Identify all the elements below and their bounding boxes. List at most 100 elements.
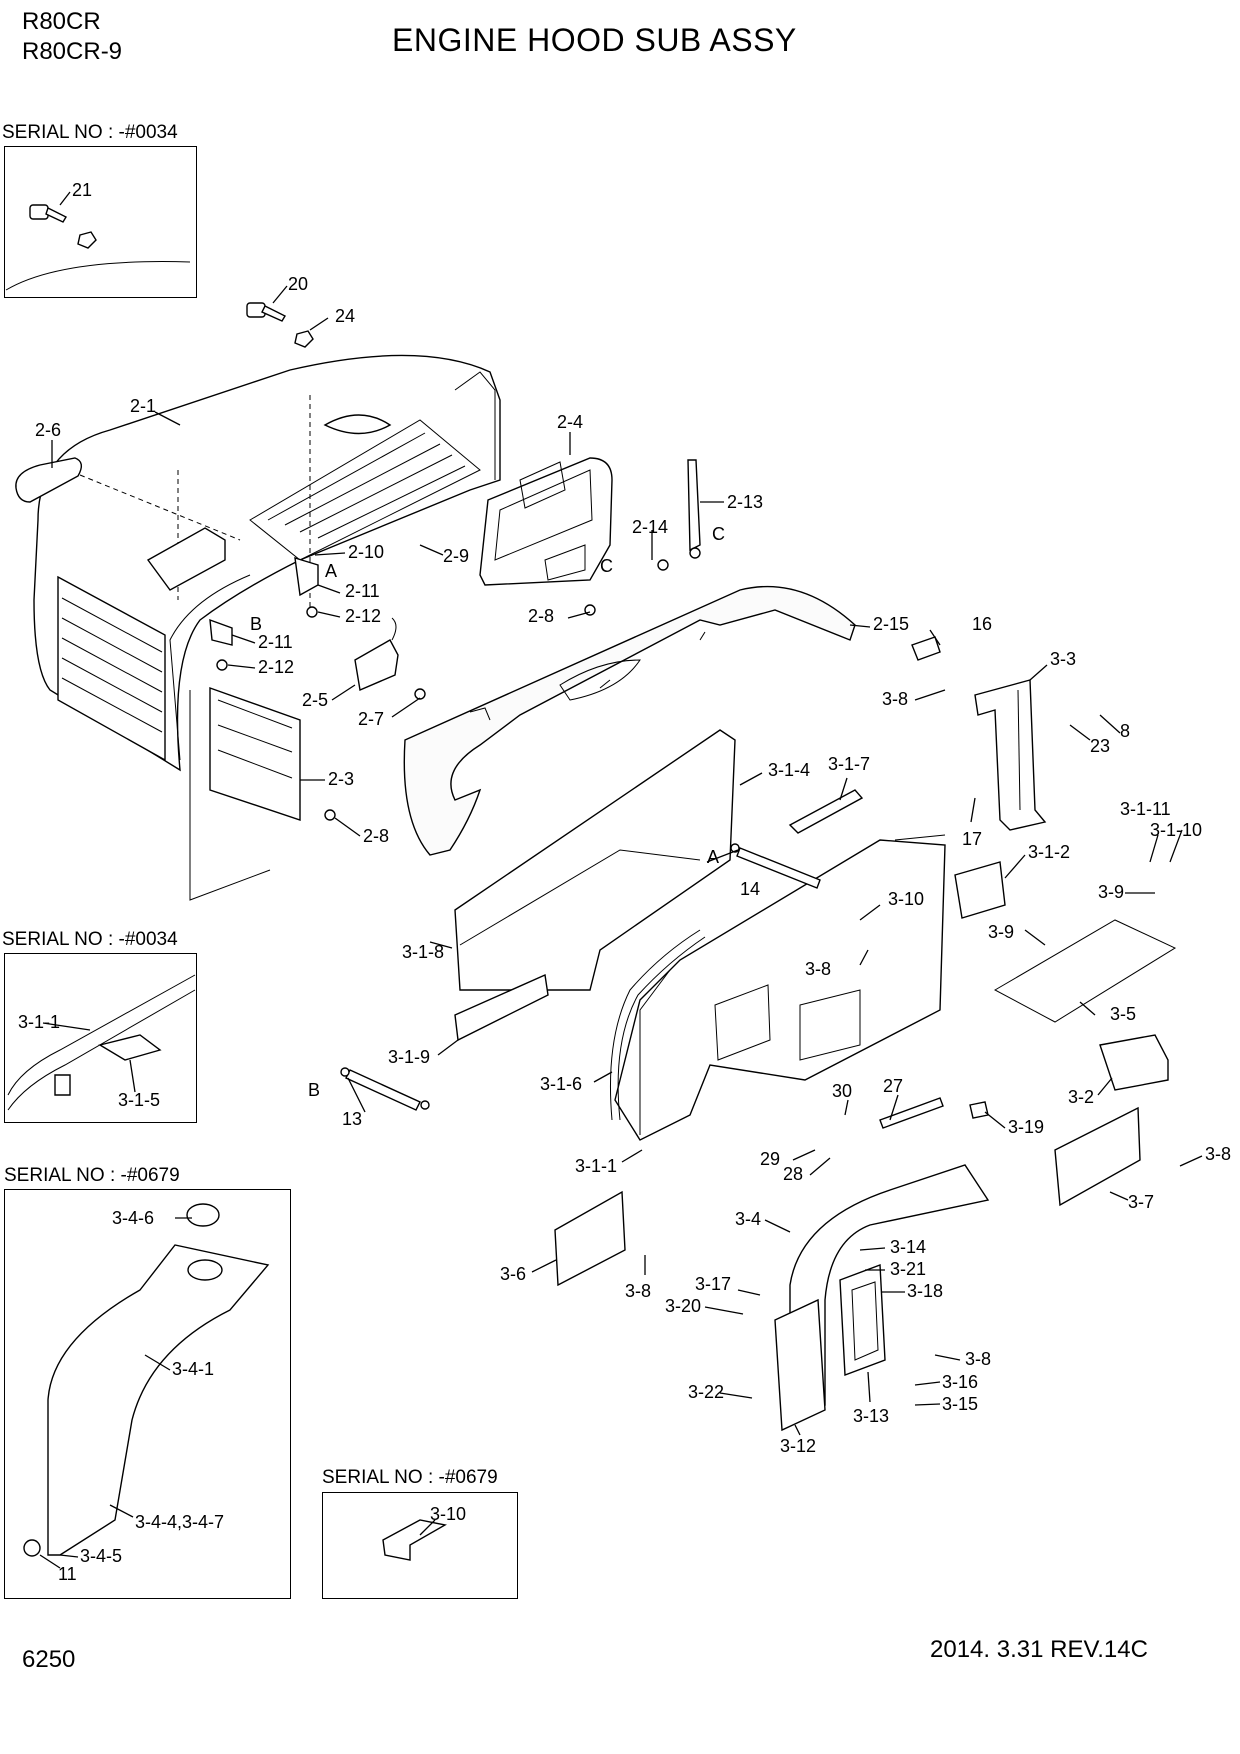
callout: 17 (962, 829, 982, 849)
callout: C (600, 556, 613, 576)
callout: 2-3 (328, 769, 354, 789)
gas-spring-27-drawing (879, 1097, 944, 1129)
callout: 3-15 (942, 1394, 978, 1414)
callout: 3-12 (780, 1436, 816, 1456)
callout: 3-10 (430, 1504, 466, 1524)
hinge-3-1-2-drawing (954, 861, 1006, 919)
callout: 2-10 (348, 542, 384, 562)
callout: 3-4 (735, 1209, 761, 1229)
callout: B (308, 1080, 320, 1100)
page-number: 6250 (22, 1646, 76, 1673)
seal-3-1-7-drawing (788, 789, 864, 834)
callout: 3-7 (1128, 1192, 1154, 1212)
callout: 3-9 (1098, 882, 1124, 902)
screen-2-3-drawing (189, 687, 301, 901)
plate-3-5-drawing (993, 919, 1177, 1023)
callout: 3-1-7 (828, 754, 870, 774)
callout: 2-15 (873, 614, 909, 634)
frame-3-18-drawing (839, 1264, 886, 1376)
callout: 28 (783, 1164, 803, 1184)
callout: 3-19 (1008, 1117, 1044, 1137)
screen-2-4-drawing (479, 457, 613, 586)
inset-fender-3-4-1-drawing (23, 1203, 270, 1557)
callout: 3-5 (1110, 1004, 1136, 1024)
callout: 3-1-8 (402, 942, 444, 962)
callout: 3-13 (853, 1406, 889, 1426)
bracket-3-2-drawing (1099, 1034, 1169, 1091)
callout: 2-12 (345, 606, 381, 626)
callout: 3-20 (665, 1296, 701, 1316)
callout: C (712, 524, 725, 544)
callout: 3-1-2 (1028, 842, 1070, 862)
callout: 3-4-4,3-4-7 (135, 1512, 224, 1532)
callout: 3-1-1 (18, 1012, 60, 1032)
callout: 24 (335, 306, 355, 326)
bracket-3-3-drawing (974, 679, 1047, 831)
callout: 3-22 (688, 1382, 724, 1402)
serial-label-3: SERIAL NO : -#0679 (4, 1165, 180, 1186)
callout: 3-10 (888, 889, 924, 909)
callout: 3-3 (1050, 649, 1076, 669)
callout: 29 (760, 1149, 780, 1169)
callout: 30 (832, 1081, 852, 1101)
callout: 14 (740, 879, 760, 899)
callout: 2-6 (35, 420, 61, 440)
callout: 11 (58, 1564, 77, 1584)
callout: 23 (1090, 736, 1110, 756)
callout: 3-1-6 (540, 1074, 582, 1094)
callout: 2-4 (557, 412, 583, 432)
model-name-2: R80CR-9 (22, 38, 123, 65)
callout-labels: 21 20 24 2-1 2-6 2-4 2-13 2-14 C 2-10 2-… (18, 180, 1231, 1584)
callout: 8 (1120, 721, 1130, 741)
callout: 3-1-4 (768, 760, 810, 780)
callout: 3-8 (965, 1349, 991, 1369)
callout: 3-1-1 (575, 1156, 617, 1176)
model-name-1: R80CR (22, 8, 101, 35)
callout: 2-11 (345, 581, 380, 601)
page-title: ENGINE HOOD SUB ASSY (392, 22, 797, 58)
callout: 2-7 (358, 709, 384, 729)
gas-spring-14-drawing (730, 843, 821, 889)
callout: 3-1-10 (1150, 820, 1202, 840)
hinge-2-10-drawing (146, 527, 319, 597)
callout: 2-8 (363, 826, 389, 846)
callout: 16 (972, 614, 992, 634)
bolt-20-drawing (246, 302, 314, 348)
fender-3-4-drawing (789, 1164, 990, 1406)
inset-box-3 (4, 1189, 291, 1599)
callout: 3-8 (882, 689, 908, 709)
callout: 3-4-5 (80, 1546, 122, 1566)
inset-box-2 (4, 953, 197, 1123)
date-revision: 2014. 3.31 REV.14C (930, 1636, 1148, 1663)
callout: B (250, 614, 262, 634)
bolt-21-drawing (5, 204, 191, 291)
callout: 3-8 (805, 959, 831, 979)
seal-3-1-6-drawing (610, 929, 706, 1121)
plate-3-6-drawing (554, 1190, 626, 1287)
callout: 3-16 (942, 1372, 978, 1392)
callout: 3-17 (695, 1274, 731, 1294)
callout: 27 (883, 1076, 903, 1096)
callout: 2-11 (258, 632, 293, 652)
serial-label-4: SERIAL NO : -#0679 (322, 1467, 498, 1488)
callout: 3-14 (890, 1237, 926, 1257)
callout: 3-1-5 (118, 1090, 160, 1110)
callout: 2-8 (528, 606, 554, 626)
callout: 3-18 (907, 1281, 943, 1301)
inset-bracket-3-10-drawing (382, 1519, 447, 1561)
callout: 3-8 (625, 1281, 651, 1301)
callout: 2-14 (632, 517, 668, 537)
plate-3-7-drawing (1054, 1106, 1141, 1207)
callout: 13 (342, 1109, 362, 1129)
callout: 21 (72, 180, 92, 200)
serial-label-1: SERIAL NO : -#0034 (2, 122, 178, 143)
frame-3-1-1-drawing (614, 834, 946, 1141)
callout: 2-13 (727, 492, 763, 512)
callout: 2-12 (258, 657, 294, 677)
insulator-2-15-drawing (403, 585, 856, 856)
callout: 3-21 (890, 1259, 926, 1279)
engine-hood-2-1-drawing (33, 354, 501, 772)
leader-lines (39, 191, 1203, 1569)
handle-2-6-drawing (15, 457, 83, 503)
inset-box-4 (322, 1492, 518, 1599)
